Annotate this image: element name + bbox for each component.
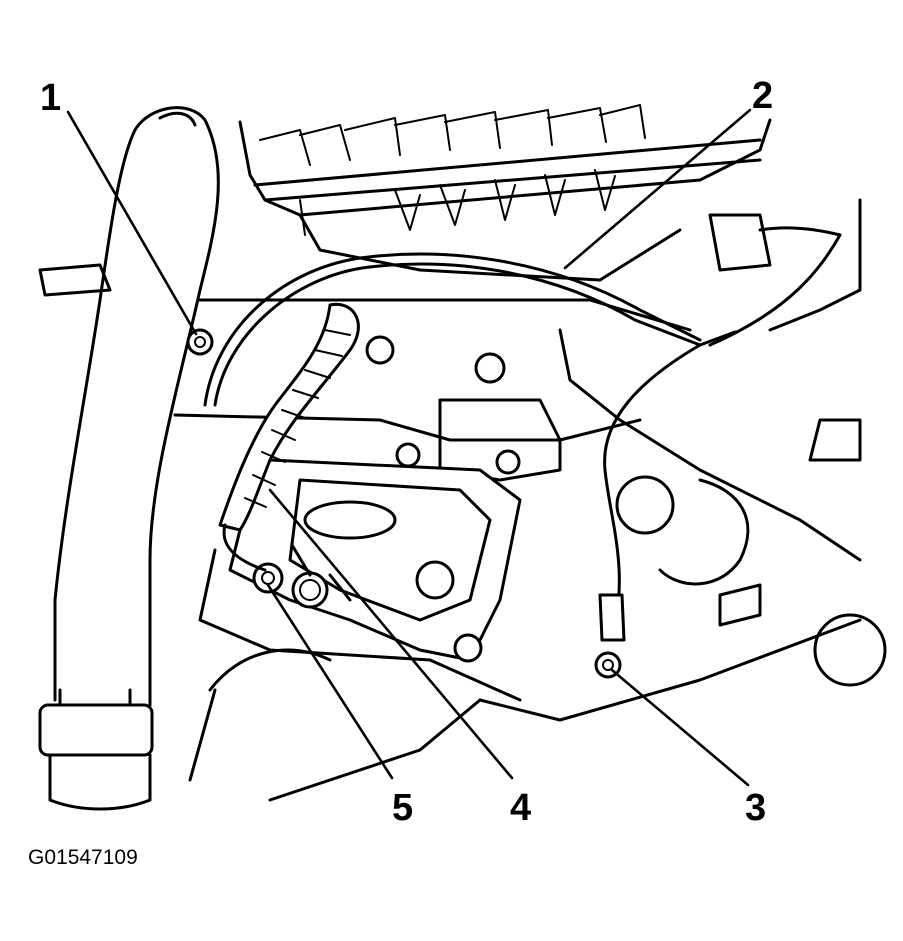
leader-1 — [66, 110, 198, 336]
figure-id: G01547109 — [28, 846, 138, 869]
bolt-bracket-left — [395, 442, 421, 468]
leader-3 — [610, 668, 750, 787]
bolt-manifold-center — [474, 352, 506, 384]
bolt-bracket-bottom — [453, 633, 483, 663]
leader-4 — [268, 488, 514, 780]
callout-2: 2 — [752, 75, 773, 117]
ground-strap-2 — [203, 252, 702, 407]
radiator-hose — [38, 106, 220, 811]
bracket-plate — [228, 458, 522, 662]
bolt-1 — [186, 328, 214, 356]
bolt-bracket-right — [495, 449, 521, 475]
bolt-5 — [252, 562, 284, 594]
leader-2 — [563, 108, 752, 270]
fasteners — [186, 328, 622, 679]
ground-wire-3 — [598, 233, 842, 642]
callout-4: 4 — [510, 787, 531, 829]
sensor-connector — [290, 543, 352, 609]
leader-5 — [266, 583, 394, 780]
callout-1: 1 — [40, 77, 61, 119]
wiring-harness-4 — [218, 302, 360, 572]
callout-leaders — [66, 108, 752, 787]
bolt-manifold-left — [365, 335, 395, 365]
callout-3: 3 — [745, 787, 766, 829]
callout-5: 5 — [392, 787, 413, 829]
intake-manifold — [238, 104, 772, 282]
hose-clamp — [38, 703, 154, 757]
engine-block — [38, 198, 887, 802]
